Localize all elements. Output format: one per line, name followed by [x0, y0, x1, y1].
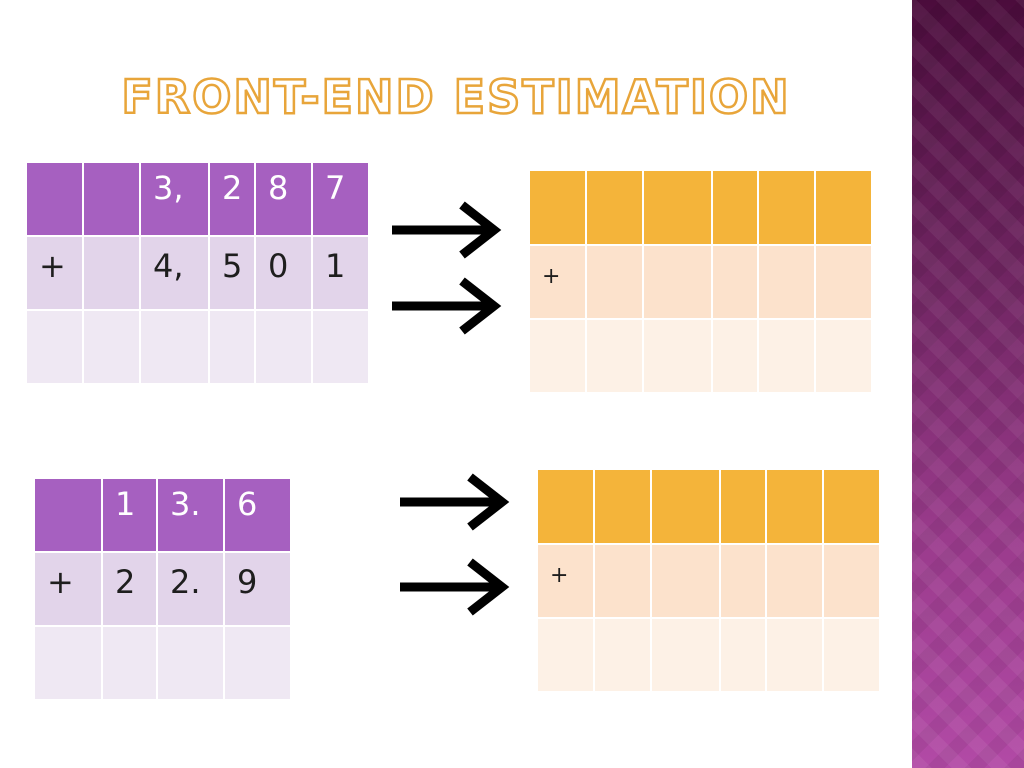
table-cell[interactable] — [765, 543, 824, 619]
slide-title: FRONT-END ESTIMATION — [120, 69, 791, 126]
table-cell — [25, 161, 84, 237]
table-cell[interactable] — [814, 318, 873, 394]
table-cell: + — [25, 235, 84, 311]
table-cell[interactable] — [757, 244, 816, 320]
table-row: + — [536, 543, 881, 619]
table-cell[interactable] — [642, 244, 713, 320]
table-cell[interactable] — [719, 468, 767, 545]
table-cell: 7 — [311, 161, 370, 237]
table-cell: 1 — [311, 235, 370, 311]
table-cell: 1 — [101, 477, 158, 553]
table-cell — [82, 309, 141, 385]
table-cell[interactable] — [593, 617, 652, 693]
table-cell: 2 — [208, 161, 256, 237]
table-row: + 2 2. 9 — [33, 551, 292, 627]
table-cell[interactable] — [719, 543, 767, 619]
table-cell: 9 — [223, 551, 292, 627]
table-cell[interactable] — [765, 468, 824, 545]
answer-1-table: + — [528, 169, 873, 394]
table-cell[interactable] — [593, 543, 652, 619]
table-cell[interactable] — [642, 318, 713, 394]
table-cell[interactable] — [757, 318, 816, 394]
table-cell[interactable] — [765, 617, 824, 693]
table-row — [528, 318, 873, 394]
table-cell[interactable] — [814, 169, 873, 246]
table-cell[interactable] — [536, 617, 595, 693]
table-cell[interactable] — [650, 468, 721, 545]
table-cell: + — [536, 543, 595, 619]
table-cell: 2 — [101, 551, 158, 627]
table-cell: + — [33, 551, 103, 627]
table-cell[interactable] — [822, 468, 881, 545]
table-cell[interactable] — [711, 318, 759, 394]
table-cell: 6 — [223, 477, 292, 553]
answer-2-table: + — [536, 468, 881, 693]
table-row — [536, 617, 881, 693]
table-cell: 3, — [139, 161, 210, 237]
table-cell[interactable] — [585, 244, 644, 320]
table-cell — [139, 309, 210, 385]
table-cell[interactable] — [642, 169, 713, 246]
table-cell — [82, 235, 141, 311]
table-cell — [82, 161, 141, 237]
table-cell: + — [528, 244, 587, 320]
table-row — [25, 309, 370, 385]
table-cell — [25, 309, 84, 385]
table-cell — [33, 477, 103, 553]
table-cell[interactable] — [528, 318, 587, 394]
right-arrow-icon — [392, 201, 502, 259]
problem-1-table: 3, 2 8 7 + 4, 5 0 1 — [25, 161, 370, 385]
table-cell — [156, 625, 225, 701]
right-arrow-icon — [400, 558, 510, 616]
table-cell[interactable] — [711, 244, 759, 320]
table-cell[interactable] — [650, 617, 721, 693]
table-cell — [223, 625, 292, 701]
right-arrow-icon — [400, 473, 510, 531]
table-row: + — [528, 244, 873, 320]
table-cell: 8 — [254, 161, 313, 237]
table-cell: 4, — [139, 235, 210, 311]
right-arrow-icon — [392, 277, 502, 335]
table-row: 1 3. 6 — [33, 477, 292, 553]
table-cell[interactable] — [528, 169, 587, 246]
table-cell[interactable] — [757, 169, 816, 246]
table-cell[interactable] — [814, 244, 873, 320]
table-cell[interactable] — [711, 169, 759, 246]
table-cell[interactable] — [822, 543, 881, 619]
table-row — [536, 468, 881, 545]
table-row — [528, 169, 873, 246]
table-cell[interactable] — [719, 617, 767, 693]
table-row: + 4, 5 0 1 — [25, 235, 370, 311]
table-cell — [101, 625, 158, 701]
table-cell[interactable] — [593, 468, 652, 545]
table-cell — [208, 309, 256, 385]
table-cell: 2. — [156, 551, 225, 627]
table-cell[interactable] — [650, 543, 721, 619]
table-cell: 0 — [254, 235, 313, 311]
table-cell — [33, 625, 103, 701]
table-cell: 3. — [156, 477, 225, 553]
table-cell: 5 — [208, 235, 256, 311]
table-cell[interactable] — [536, 468, 595, 545]
table-cell — [254, 309, 313, 385]
table-cell — [311, 309, 370, 385]
table-row: 3, 2 8 7 — [25, 161, 370, 237]
table-cell[interactable] — [585, 318, 644, 394]
table-cell[interactable] — [585, 169, 644, 246]
table-row — [33, 625, 292, 701]
problem-2-table: 1 3. 6 + 2 2. 9 — [33, 477, 292, 701]
table-cell[interactable] — [822, 617, 881, 693]
decorative-side-band — [912, 0, 1024, 768]
